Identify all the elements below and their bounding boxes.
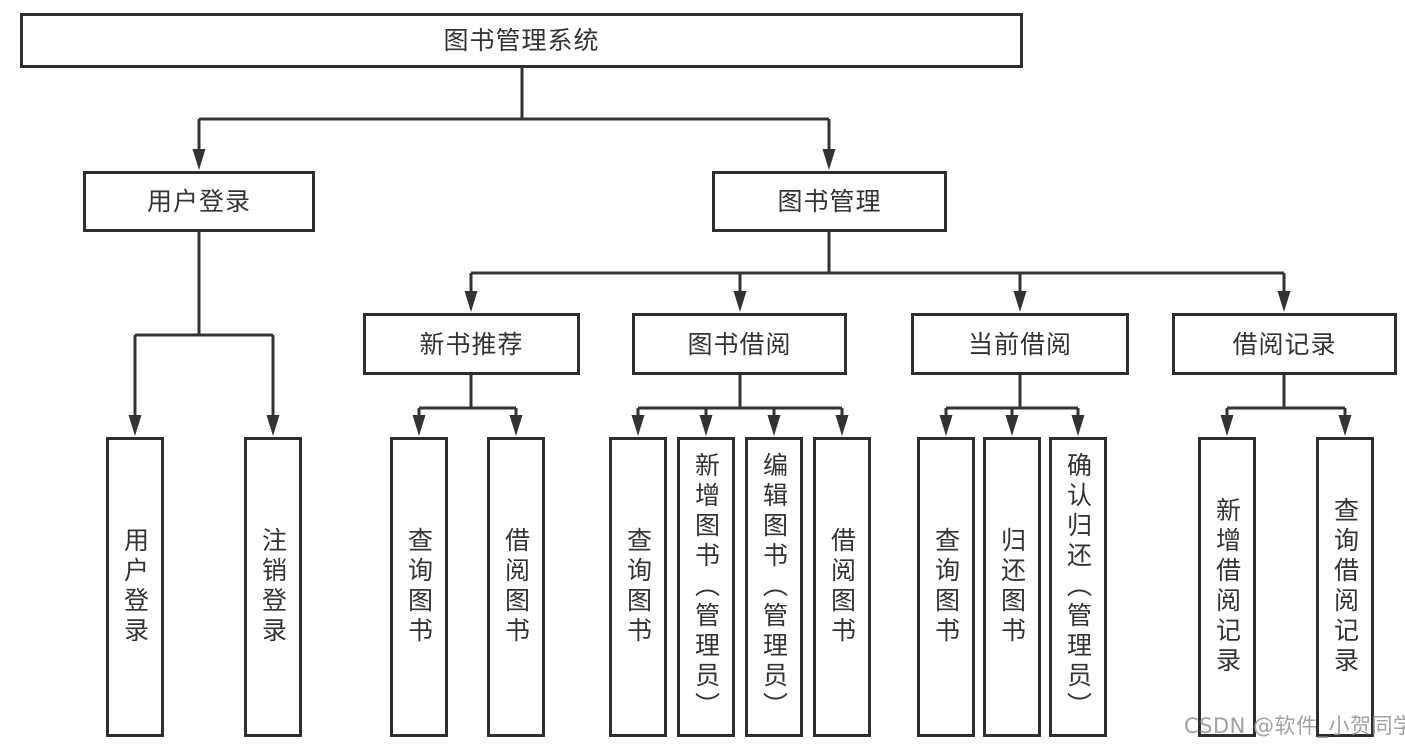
leaf-confirm-return-admin: 确认归还（管理员） [1049, 437, 1107, 737]
leaf-user-login: 用户登录 [106, 437, 164, 737]
node-book-management: 图书管理 [712, 171, 947, 232]
leaf-logout: 注销登录 [244, 437, 302, 737]
leaf-borrowing-borrow-books: 借阅图书 [813, 437, 871, 737]
leaf-edit-books-admin: 编辑图书（管理员） [745, 437, 803, 737]
node-new-book-recommendation: 新书推荐 [363, 313, 580, 375]
leaf-query-borrow-record: 查询借阅记录 [1316, 437, 1374, 737]
watermark: CSDN @软件_小贺同学 [1184, 714, 1405, 738]
arrowheads [128, 149, 1352, 436]
node-book-borrowing: 图书借阅 [632, 313, 847, 375]
leaf-borrowing-query-books: 查询图书 [609, 437, 667, 737]
leaf-add-borrow-record: 新增借阅记录 [1198, 437, 1256, 737]
leaf-recommend-borrow-books: 借阅图书 [487, 437, 545, 737]
node-current-borrowing: 当前借阅 [911, 313, 1129, 375]
node-library-management-system: 图书管理系统 [20, 13, 1023, 68]
node-user-login: 用户登录 [83, 171, 315, 232]
leaf-add-books-admin: 新增图书（管理员） [677, 437, 735, 737]
node-borrowing-records: 借阅记录 [1172, 313, 1397, 375]
leaf-recommend-query-books: 查询图书 [390, 437, 448, 737]
leaf-current-query-books: 查询图书 [917, 437, 975, 737]
leaf-return-books: 归还图书 [983, 437, 1041, 737]
